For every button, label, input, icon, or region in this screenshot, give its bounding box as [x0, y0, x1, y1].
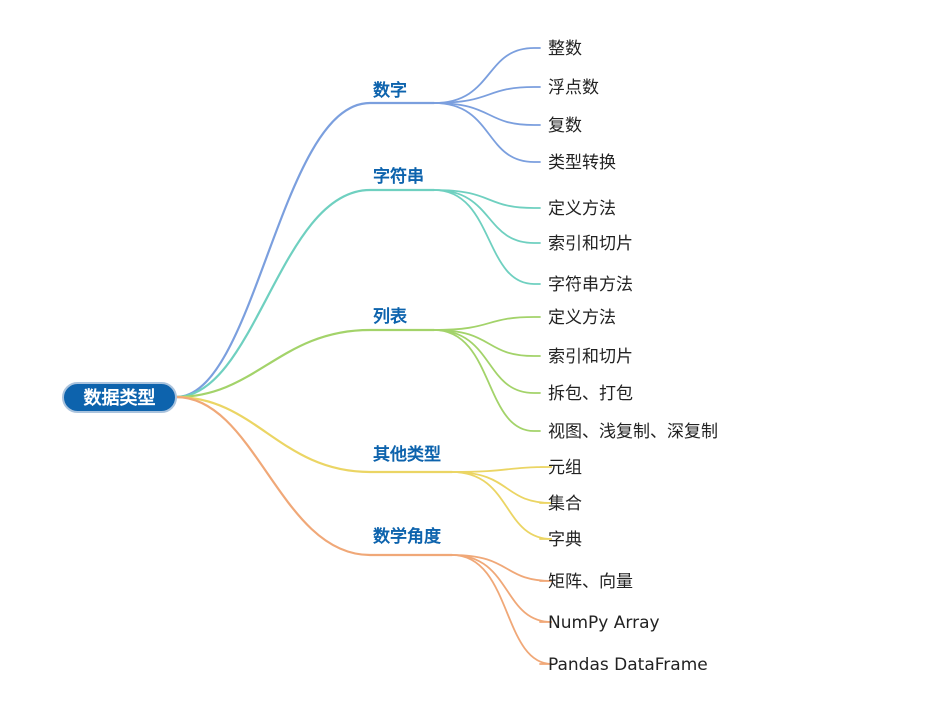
root-node[interactable]: 数据类型 [62, 382, 177, 413]
edge-branch-1-to-leaf-3 [433, 102, 541, 126]
edge-root-to-branch-1 [174, 101, 436, 399]
root-node-label: 数据类型 [84, 387, 156, 409]
edge-branch-5-to-leaf-1 [451, 554, 553, 582]
edge-branch-4-to-leaf-2 [451, 471, 553, 504]
edge-branch-1-to-leaf-2 [433, 86, 541, 104]
edge-branch-3-to-leaf-2 [433, 329, 541, 357]
leaf-node-label[interactable]: 定义方法 [548, 308, 616, 328]
branch-node-label-1[interactable]: 数字 [373, 80, 407, 101]
leaf-node-label[interactable]: 字符串方法 [548, 275, 633, 295]
leaf-node-label[interactable]: 索引和切片 [548, 234, 633, 254]
branch-node-label-3[interactable]: 列表 [373, 306, 408, 327]
edge-branch-3-to-leaf-1 [433, 316, 541, 331]
edge-branch-4-to-leaf-1 [451, 466, 553, 473]
branch-node-label-2[interactable]: 字符串 [373, 166, 424, 187]
leaf-node-label[interactable]: Pandas DataFrame [548, 655, 708, 675]
edge-branch-2-to-leaf-2 [433, 189, 541, 244]
leaf-node-label[interactable]: 矩阵、向量 [548, 572, 633, 592]
leaf-node-label[interactable]: 视图、浅复制、深复制 [548, 422, 718, 442]
root-node-box [62, 382, 177, 413]
mindmap-edges [174, 47, 553, 665]
edge-branch-2-to-leaf-3 [433, 189, 541, 285]
edge-branch-2-to-leaf-1 [433, 189, 541, 209]
edge-root-to-branch-3 [174, 328, 436, 399]
leaf-node-label[interactable]: 集合 [548, 494, 582, 514]
edge-root-to-branch-2 [174, 188, 436, 399]
leaf-node-label[interactable]: 整数 [548, 39, 582, 59]
edge-root-to-branch-5 [174, 395, 454, 557]
leaf-node-label[interactable]: 定义方法 [548, 199, 616, 219]
edge-branch-4-to-leaf-3 [451, 471, 553, 540]
edge-branch-5-to-leaf-2 [451, 554, 553, 623]
leaf-node-label[interactable]: 索引和切片 [548, 347, 633, 367]
leaf-node-label[interactable]: 浮点数 [548, 78, 599, 98]
leaf-node-label[interactable]: 复数 [548, 116, 582, 136]
leaf-node-label[interactable]: 字典 [548, 530, 582, 550]
edge-branch-1-to-leaf-4 [433, 102, 541, 163]
leaf-nodes: 整数浮点数复数类型转换定义方法索引和切片字符串方法定义方法索引和切片拆包、打包视… [548, 39, 718, 675]
leaf-node-label[interactable]: NumPy Array [548, 613, 660, 633]
edge-branch-1-to-leaf-1 [433, 47, 541, 104]
leaf-node-label[interactable]: 拆包、打包 [548, 384, 633, 404]
leaf-node-label[interactable]: 类型转换 [548, 153, 616, 173]
edge-branch-3-to-leaf-3 [433, 329, 541, 394]
edge-branch-5-to-leaf-3 [451, 554, 553, 665]
branch-node-label-5[interactable]: 数学角度 [373, 526, 442, 547]
edge-root-to-branch-4 [174, 395, 454, 474]
edge-branch-3-to-leaf-4 [433, 329, 541, 432]
leaf-node-label[interactable]: 元组 [548, 458, 582, 478]
branch-node-label-4[interactable]: 其他类型 [373, 444, 441, 465]
